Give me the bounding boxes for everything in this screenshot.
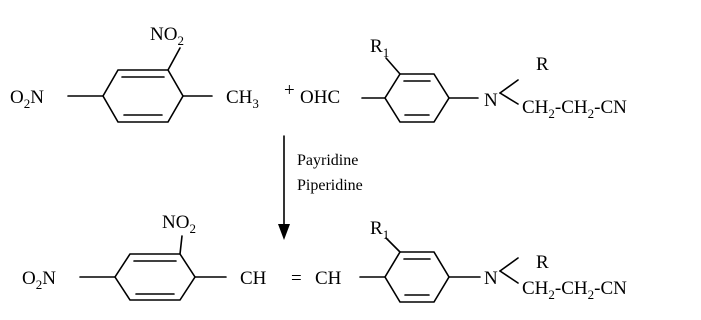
product-chain: CH2-CH2-CN [522, 278, 627, 302]
reactant1-nitro-top: NO2 [150, 24, 184, 48]
reactant1-ring [67, 47, 213, 123]
reactant2-r1: R1 [370, 36, 389, 60]
condition-1: Payridine [297, 152, 358, 169]
condition-2: Piperidine [297, 177, 363, 194]
reactant2-ring [361, 57, 479, 123]
reactant2-aldehyde: OHC [300, 87, 340, 108]
product-vinyl-left: CH [240, 268, 267, 289]
reactant2-amine-r: R [536, 54, 549, 75]
reaction-arrowhead [278, 224, 290, 240]
product-nitro-top: NO2 [162, 212, 196, 236]
product-amine-r: R [536, 252, 549, 273]
product-double-bond: = [291, 268, 302, 289]
product-vinyl-right: CH [315, 268, 342, 289]
reactant1-methyl: CH3 [226, 87, 259, 111]
plus-sign: + [284, 80, 295, 101]
product-ring-right [359, 237, 481, 303]
product-nitro-left: O2N [22, 268, 56, 292]
reactant1-nitro-left: O2N [10, 87, 44, 111]
product-amine-n: N [484, 268, 498, 289]
product-r1: R1 [370, 218, 389, 242]
reactant2-amine-n: N [484, 90, 498, 111]
product-ring-left [79, 235, 227, 301]
reactant2-chain: CH2-CH2-CN [522, 97, 627, 121]
